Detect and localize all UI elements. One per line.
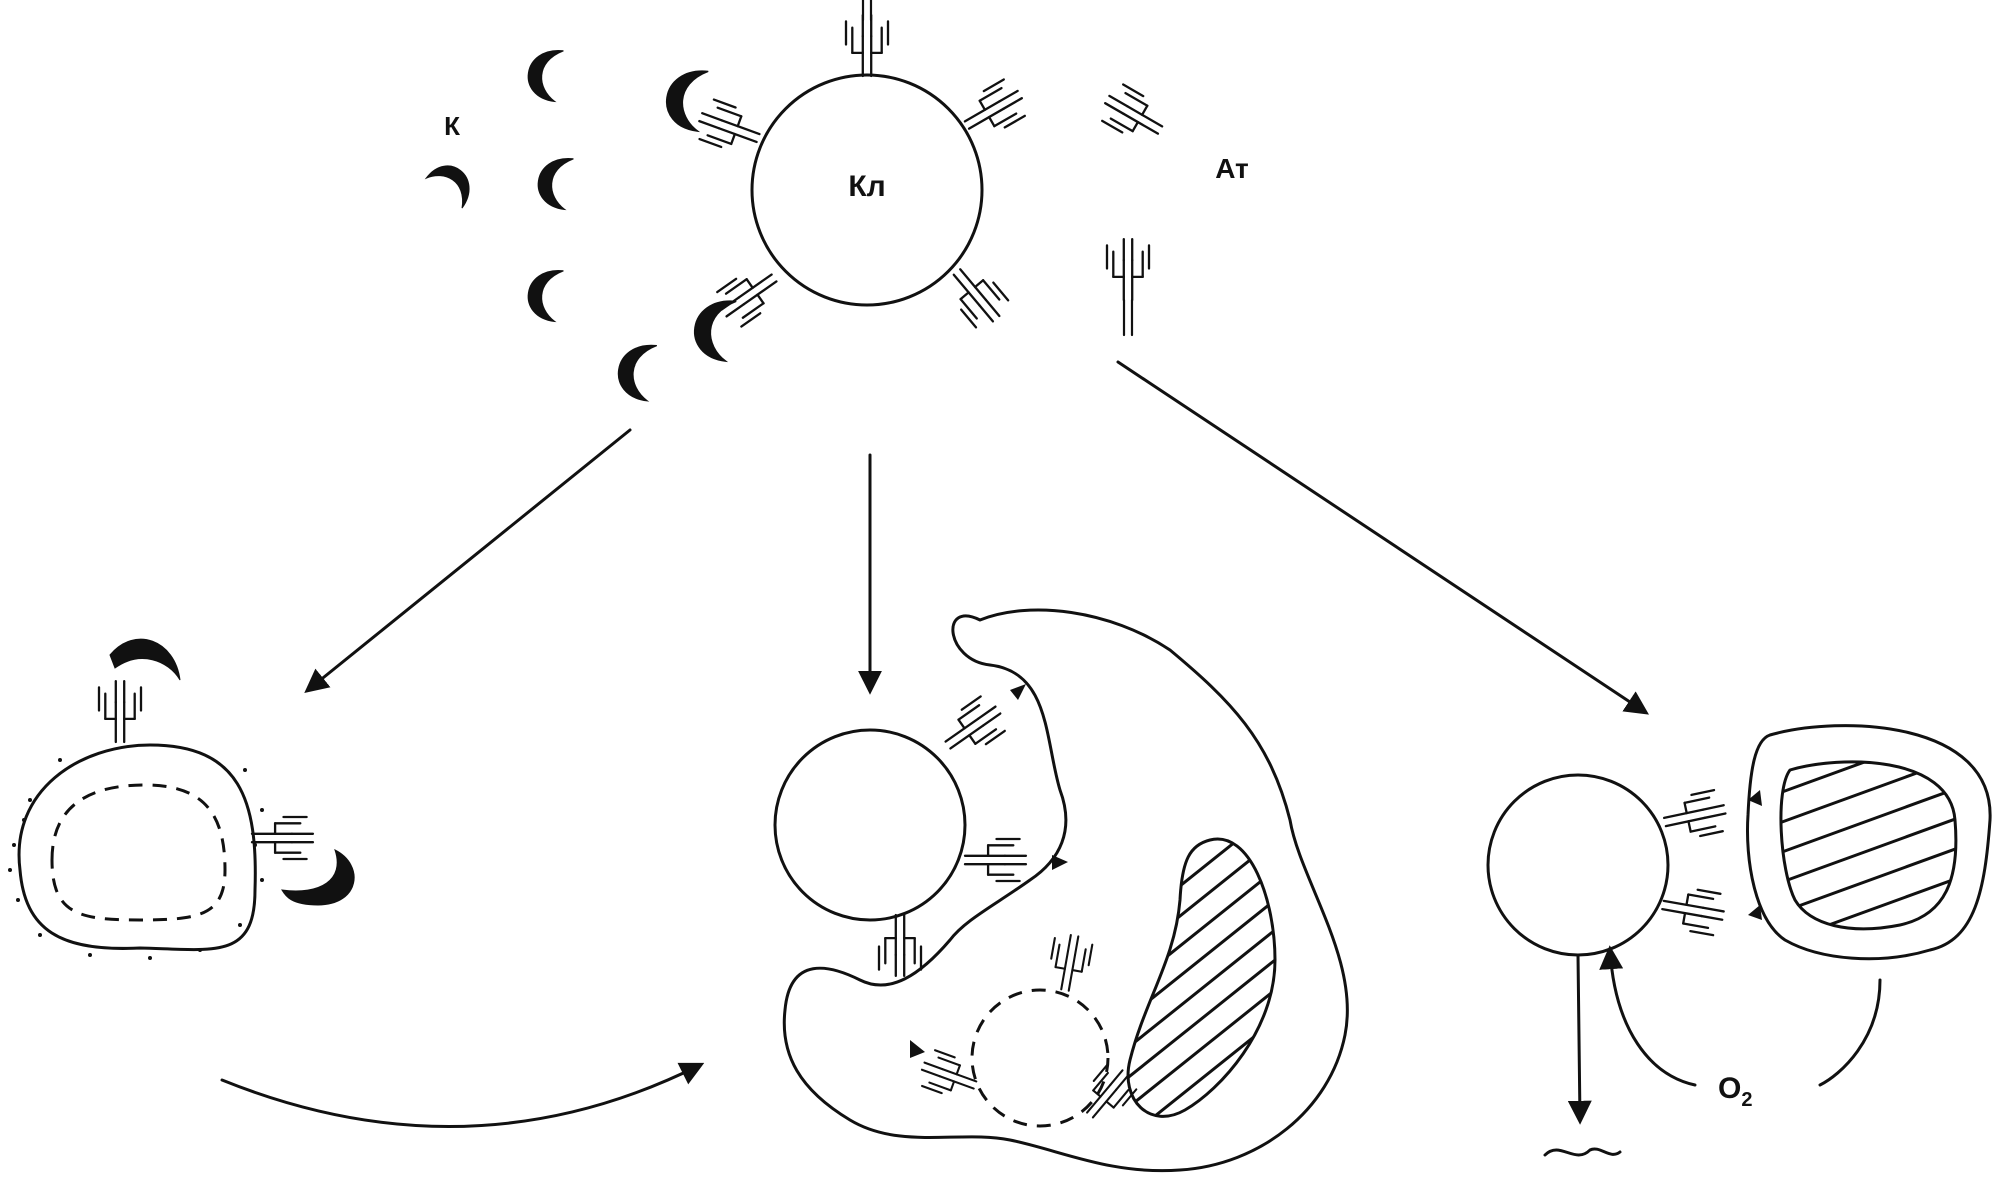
bound-complement bbox=[109, 638, 355, 906]
oxygen-arrow-tail bbox=[1818, 978, 1882, 1087]
complement-icon bbox=[527, 49, 564, 102]
antibody-label: Ат bbox=[1215, 153, 1249, 184]
target-cell-middle bbox=[773, 728, 967, 922]
arrow-cytotoxicity bbox=[1116, 360, 1649, 715]
lysed-cell bbox=[8, 679, 315, 960]
engulfed-cell bbox=[970, 988, 1110, 1128]
cell-label: Кл bbox=[848, 170, 885, 203]
antibody-icon bbox=[1095, 80, 1172, 150]
oxygen-label: O2 bbox=[1718, 1072, 1752, 1111]
antibody-icon bbox=[250, 815, 315, 861]
antibody-icon bbox=[877, 913, 923, 978]
target-cell-right bbox=[1486, 773, 1670, 957]
antibody-icon bbox=[692, 96, 767, 159]
lysis-debris bbox=[1543, 1147, 1622, 1157]
antibody-icon bbox=[1658, 883, 1728, 938]
complement-icon bbox=[109, 638, 181, 681]
oxygen-arrow bbox=[1599, 945, 1697, 1087]
lysis-arrow bbox=[1567, 953, 1592, 1125]
pathway-arrows bbox=[220, 360, 1649, 1128]
complement-icon bbox=[421, 156, 479, 209]
antibody-icon bbox=[844, 13, 890, 78]
complement-icon bbox=[617, 344, 658, 402]
arrow-lysed-to-phagocyte bbox=[220, 1062, 705, 1128]
antibody-icon bbox=[1045, 931, 1095, 995]
complement-icon bbox=[281, 849, 355, 906]
antibody-icon bbox=[1659, 787, 1731, 844]
arrow-complement-lysis bbox=[304, 428, 632, 694]
antibody-icon bbox=[710, 259, 788, 332]
complement-icon bbox=[693, 300, 737, 362]
antibody-icon bbox=[934, 691, 1012, 764]
killer-cell-nucleus bbox=[1779, 760, 1958, 931]
antibody-icon bbox=[915, 1047, 983, 1104]
antibody-group-top bbox=[692, 0, 1032, 334]
antibody-icon bbox=[963, 837, 1028, 883]
phagocyte bbox=[773, 608, 1349, 1173]
complement-icon bbox=[537, 157, 574, 210]
complement-label: К bbox=[444, 111, 460, 141]
target-cell-top bbox=[750, 73, 984, 307]
antibody-icon bbox=[97, 679, 143, 744]
phagocyte-nucleus bbox=[1126, 837, 1277, 1118]
complement-icon bbox=[527, 269, 564, 322]
killer-cell bbox=[1746, 724, 1992, 961]
complement-cluster bbox=[421, 49, 737, 402]
free-antibodies bbox=[1095, 80, 1172, 337]
antibody-icon bbox=[1105, 237, 1151, 302]
